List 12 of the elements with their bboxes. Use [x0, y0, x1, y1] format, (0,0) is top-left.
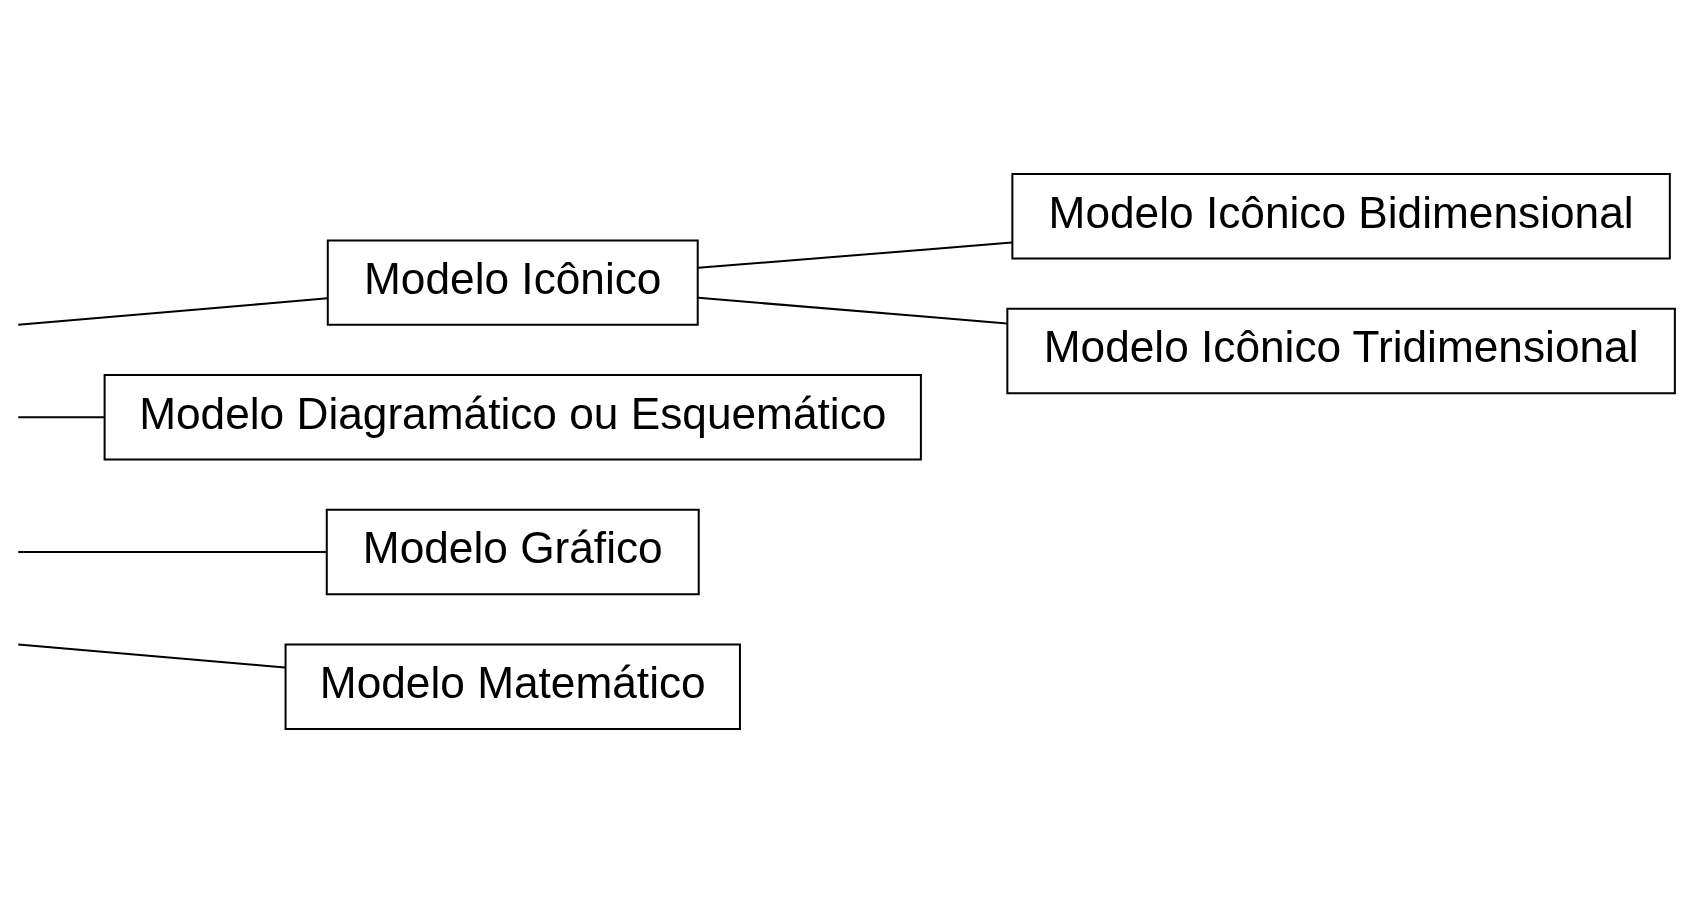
node-box: Modelo Gráfico: [325, 508, 700, 596]
connector: [18, 643, 286, 669]
connector: [18, 551, 327, 554]
connector: [698, 296, 1007, 325]
node-box: Modelo Matemático: [284, 643, 741, 730]
node-box: Modelo Diagramático ou Esquemático: [103, 374, 922, 461]
connector: [18, 297, 328, 326]
node-box: Modelo Icônico Bidimensional: [1011, 173, 1671, 260]
connector: [18, 416, 105, 419]
node-box: Modelo Icônico: [326, 239, 699, 326]
connector: [698, 241, 1012, 269]
node-box: Modelo Icônico Tridimensional: [1006, 307, 1676, 395]
